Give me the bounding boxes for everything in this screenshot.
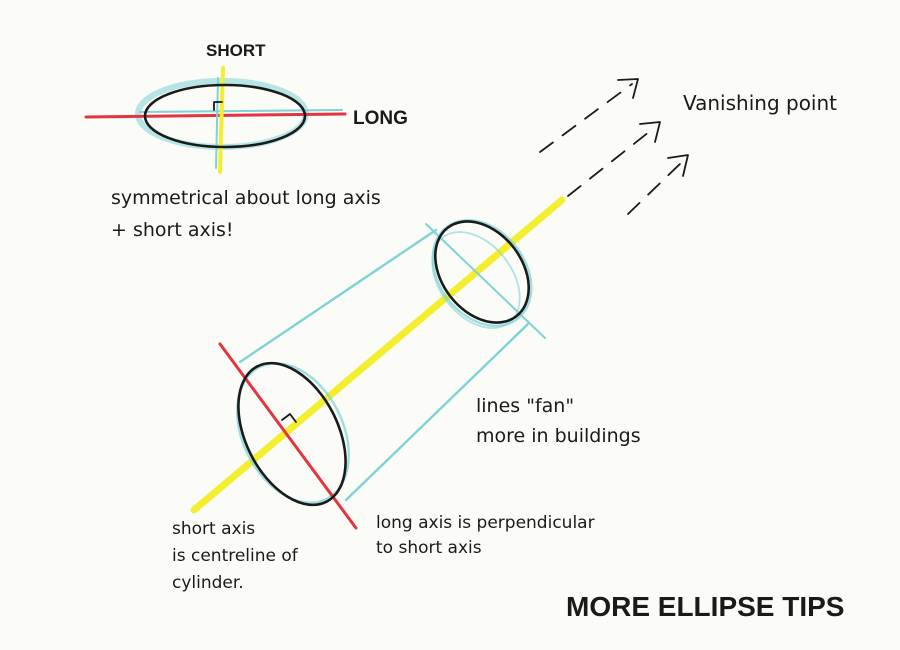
small-ellipse-diagram: SHORT LONG symmetrical about long axis +… (84, 41, 408, 241)
arrowhead-2 (639, 121, 661, 143)
arrowhead-1 (617, 78, 639, 99)
small-long-axis-cyan (139, 109, 343, 113)
far-ellipse-cyan-sketch-2 (431, 231, 521, 329)
small-short-axis-cyan (215, 77, 219, 169)
cylinder-top-edge-cyan (238, 228, 438, 364)
small-long-axis-red (84, 112, 347, 119)
small-ellipse-outline (143, 83, 307, 149)
far-ellipse-cyan-axis (425, 223, 546, 339)
dashed-arrow-1 (539, 83, 633, 153)
cylinder-diagram (190, 196, 566, 530)
near-right-angle-mark (281, 413, 297, 423)
long-axis-note-line2: to short axis (376, 538, 482, 558)
near-ellipse-outline (237, 361, 347, 507)
short-axis-note-line3: cylinder. (172, 573, 244, 593)
cylinder-bottom-edge-cyan (344, 322, 530, 502)
vanishing-point-label: Vanishing point (683, 91, 837, 115)
page-title: MORE ELLIPSE TIPS (566, 591, 844, 622)
vanishing-point-arrows (539, 78, 689, 215)
near-ellipse-cyan-sketch (236, 362, 350, 504)
symmetry-note-line2: + short axis! (111, 219, 234, 241)
short-axis-label: SHORT (206, 41, 266, 60)
arrowhead-3 (667, 154, 689, 177)
cylinder-centreline-yellow (190, 196, 566, 514)
long-axis-label: LONG (353, 108, 408, 129)
lines-fan-note-line2: more in buildings (476, 425, 641, 447)
lines-fan-note-line1: lines "fan" (476, 395, 574, 417)
long-axis-note-line1: long axis is perpendicular (376, 513, 595, 533)
dashed-arrow-2 (567, 127, 655, 197)
small-right-angle-mark (213, 101, 223, 111)
short-axis-note-line2: is centreline of (172, 546, 299, 566)
symmetry-note-line1: symmetrical about long axis (111, 187, 381, 209)
short-axis-note-line1: short axis (172, 519, 255, 539)
far-ellipse-outline (433, 220, 531, 324)
dashed-arrow-3 (627, 161, 683, 215)
